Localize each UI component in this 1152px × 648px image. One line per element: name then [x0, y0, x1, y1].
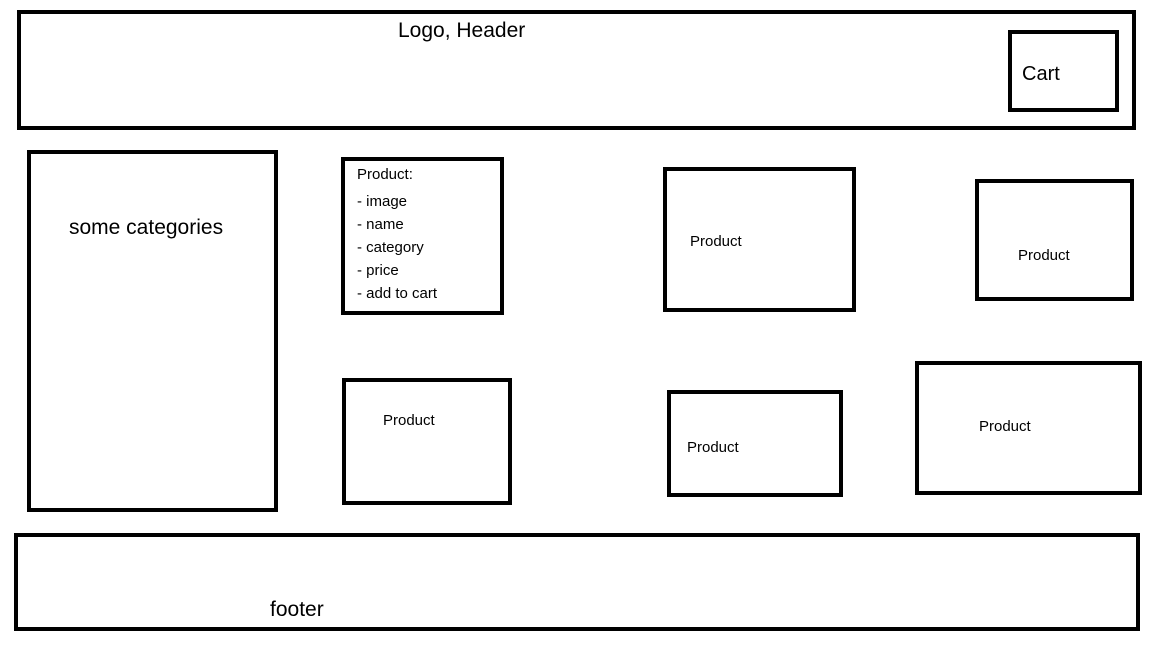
product-card[interactable]: Product [667, 390, 843, 497]
product-label: Product [979, 418, 1031, 435]
product-field-price: - price [357, 262, 399, 279]
product-detail-title: Product: [357, 166, 413, 183]
product-label: Product [1018, 247, 1070, 264]
product-label: Product [687, 439, 739, 456]
product-card[interactable]: Product [663, 167, 856, 312]
header-title: Logo, Header [398, 19, 526, 42]
categories-sidebar: some categories [27, 150, 278, 512]
product-field-image: - image [357, 193, 408, 210]
product-field-add-to-cart: - add to cart [357, 285, 438, 302]
product-field-category: - category [357, 239, 424, 256]
categories-label: some categories [69, 216, 224, 239]
footer-label: footer [270, 598, 324, 621]
cart-button[interactable]: Cart [1008, 30, 1119, 112]
product-label: Product [690, 233, 742, 250]
product-card[interactable]: Product [975, 179, 1134, 301]
header: Logo, Header Cart [17, 10, 1136, 130]
product-detail-card[interactable]: Product: - image - name - category - pri… [341, 157, 504, 315]
product-label: Product [383, 412, 435, 429]
product-field-list: - image - name - category - price - add … [357, 190, 437, 305]
footer: footer [14, 533, 1140, 631]
cart-label: Cart [1022, 63, 1060, 85]
product-field-name: - name [357, 216, 404, 233]
product-card[interactable]: Product [342, 378, 512, 505]
product-card[interactable]: Product [915, 361, 1142, 495]
